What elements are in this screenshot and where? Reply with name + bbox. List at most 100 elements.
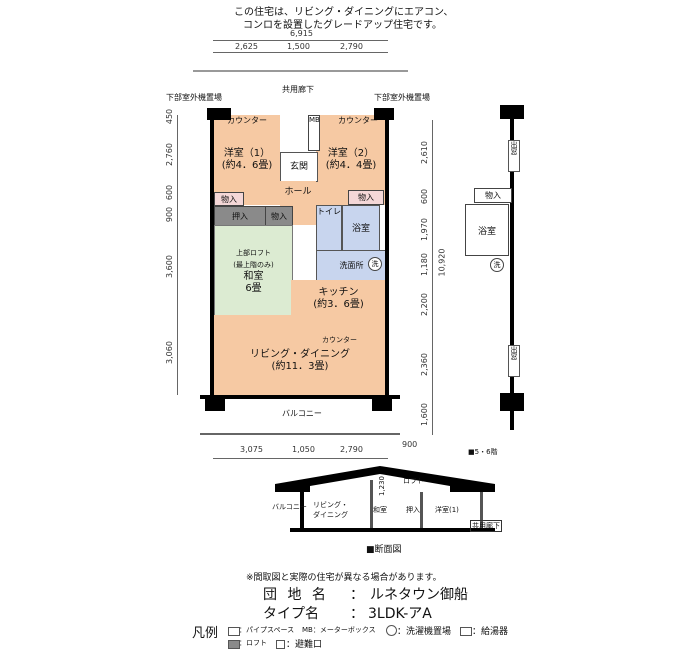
room-size: (約3．6畳) — [313, 299, 364, 310]
room-size: (約4．6畳) — [221, 160, 273, 171]
counter-kitchen: カウンター — [322, 336, 357, 344]
water-heater-icon — [460, 627, 472, 636]
dim-right: 1,970 — [419, 218, 429, 241]
dim-bottom-1: 3,075 — [240, 445, 263, 454]
dim-top-3: 2,790 — [340, 42, 363, 51]
section-wall — [300, 492, 304, 528]
complex-name: ルネタウン御船 — [370, 587, 468, 603]
outdoor-unit-right-label: 下部室外機置場 — [374, 93, 430, 102]
legend-loft: ：ロフト — [239, 639, 267, 647]
corridor-label: 共用廊下 — [282, 85, 314, 94]
wall — [500, 393, 524, 411]
room-name: 和室 — [243, 271, 264, 282]
section-japanese: 和室 — [373, 506, 387, 514]
toilet: トイレ — [316, 205, 342, 252]
room-western-1: 洋室（1）(約4．6畳) — [214, 115, 280, 205]
room-name: 洋室（2） — [327, 148, 375, 159]
dim-top-2: 1,500 — [287, 42, 310, 51]
dim-bottom-2: 1,050 — [292, 445, 315, 454]
dim-right: 2,610 — [419, 141, 429, 164]
room-size: 6畳 — [245, 283, 262, 294]
section-living-2: ダイニング — [313, 511, 348, 519]
side-wall — [510, 105, 514, 430]
loft-note: (最上階のみ) — [233, 261, 274, 269]
dim-right: 2,360 — [419, 353, 429, 376]
dim-right-total: 10,920 — [437, 248, 447, 277]
meter-box: MB — [308, 115, 320, 151]
room-name: キッチン — [318, 287, 359, 298]
dim-bottom-3: 2,790 — [340, 445, 363, 454]
dim-line — [177, 115, 178, 395]
type-sep: ： — [350, 606, 364, 622]
dim-line — [213, 40, 388, 41]
legend-escape: ：避難口 — [286, 640, 323, 650]
dim-left: 600 — [165, 184, 175, 201]
floor-note: ■5・6階 — [468, 448, 498, 456]
complex-sep: ： — [350, 587, 364, 603]
type-label: タイプ名 — [263, 606, 319, 622]
section-western: 洋室(1) — [435, 506, 459, 514]
legend-pipe-space: ：パイプスペース — [239, 626, 295, 634]
washer-icon: 洗 — [368, 257, 382, 271]
bay-window-top: 出窓 — [508, 140, 520, 172]
wall — [205, 397, 225, 411]
dim-top-1: 2,625 — [235, 42, 258, 51]
room-size: (約4．4畳) — [325, 160, 377, 171]
washer-legend-icon — [386, 625, 397, 636]
dim-total-width: 6,915 — [290, 29, 313, 38]
oshiire-closet: 押入 — [214, 206, 266, 226]
storage-right: 物入 — [348, 190, 384, 205]
side-washer-icon: 洗 — [490, 258, 504, 272]
wall — [210, 115, 214, 397]
wall — [500, 105, 524, 119]
dim-left: 900 — [165, 206, 175, 223]
wall — [372, 397, 392, 411]
section-wall — [420, 492, 423, 528]
dim-right: 1,180 — [419, 253, 429, 276]
section-drawing — [275, 466, 495, 532]
dim-left: 2,760 — [164, 143, 174, 166]
section-balcony: バルコニー — [272, 503, 307, 511]
room-name: 洋室（1） — [223, 148, 271, 159]
header-line2: コンロを設置したグレードアップ住宅です。 — [243, 20, 442, 31]
side-bathroom: 浴室 — [465, 204, 509, 256]
room-kitchen: キッチン(約3．6畳) — [291, 280, 386, 318]
entrance: 玄関 — [280, 152, 318, 182]
bay-window-bottom: 出窓 — [508, 345, 520, 377]
side-storage: 物入 — [474, 188, 512, 203]
outdoor-unit-left-label: 下部室外機置場 — [166, 93, 222, 102]
dim-line — [213, 458, 388, 459]
dim-left: 450 — [165, 108, 175, 125]
section-corridor: 共用廊下 — [470, 520, 502, 532]
legend-water-heater: ：給湯器 — [472, 627, 509, 637]
dim-line — [432, 120, 433, 435]
pipe-space-icon — [228, 627, 240, 636]
wall — [374, 108, 394, 120]
balcony-label: バルコニー — [282, 409, 322, 418]
loft-legend-icon — [228, 640, 240, 649]
counter-right: カウンター — [330, 115, 386, 127]
balcony-rail — [200, 433, 400, 435]
room-name: リビング・ダイニング — [250, 349, 350, 360]
dim-right: 600 — [420, 188, 430, 205]
section-loft: ロフト — [403, 477, 424, 485]
type-name: 3LDK-アA — [368, 606, 432, 622]
wall — [200, 395, 400, 399]
escape-hatch-icon — [276, 640, 285, 649]
section-wall — [370, 480, 373, 528]
dim-right: 2,200 — [419, 293, 429, 316]
dim-line — [213, 52, 388, 53]
dim-right: 1,600 — [419, 403, 429, 426]
section-oshiire: 押入 — [406, 506, 420, 514]
bathroom: 浴室 — [342, 205, 380, 252]
dim-bottom-900: 900 — [402, 440, 418, 449]
legend-washer: ：洗濯機置場 — [397, 627, 452, 637]
corridor-line — [193, 70, 408, 72]
roof — [275, 466, 495, 492]
complex-label: 団 地 名 — [263, 587, 329, 603]
header-line1: この住宅は、リビング・ダイニングにエアコン、 — [234, 7, 454, 18]
storage-left: 物入 — [214, 192, 244, 206]
legend-title: 凡例 — [192, 626, 219, 641]
